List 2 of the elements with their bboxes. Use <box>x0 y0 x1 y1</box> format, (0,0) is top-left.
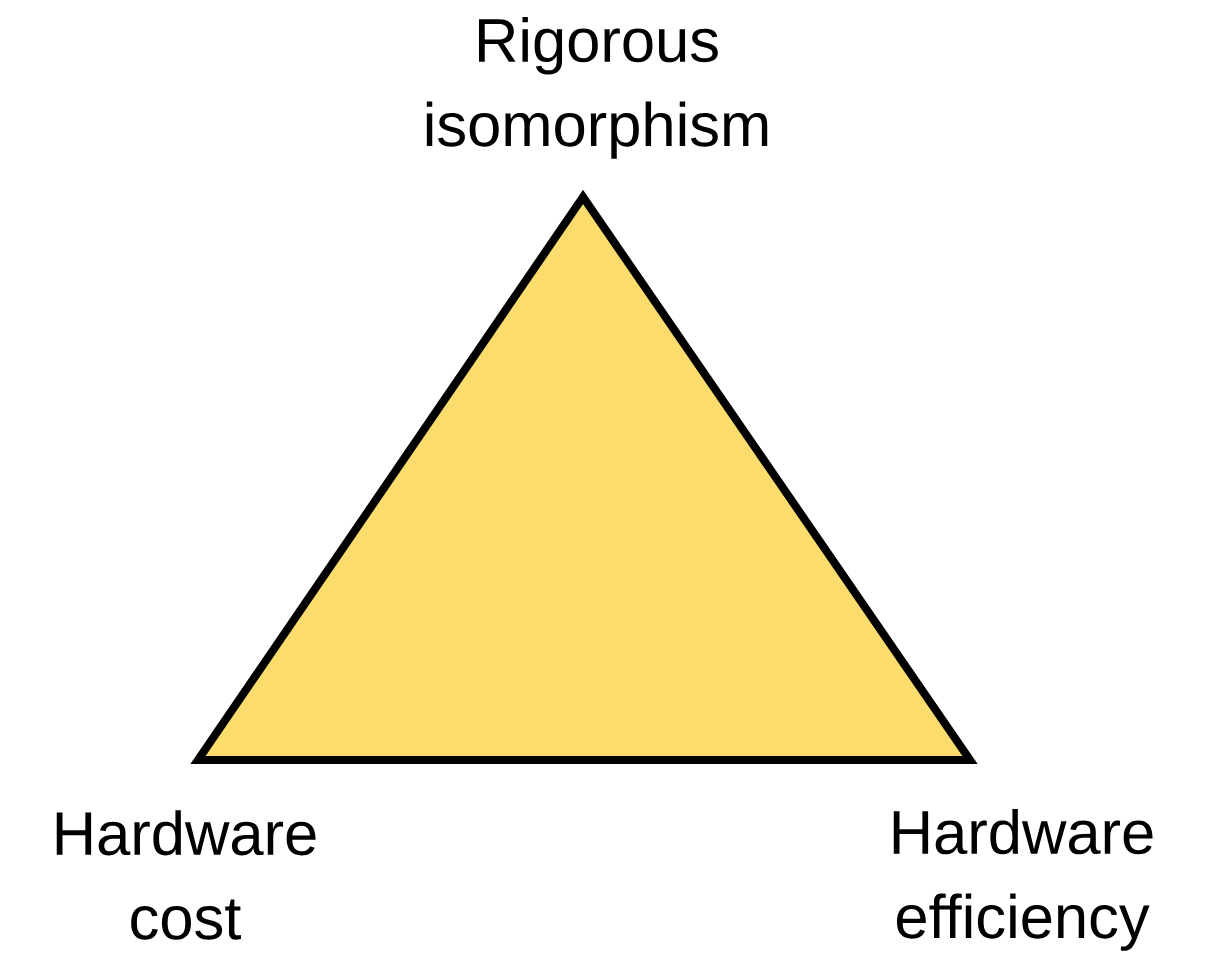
vertex-label: Hardware efficiency <box>893 809 1153 951</box>
vertex-label: Hardware cost <box>56 810 316 940</box>
